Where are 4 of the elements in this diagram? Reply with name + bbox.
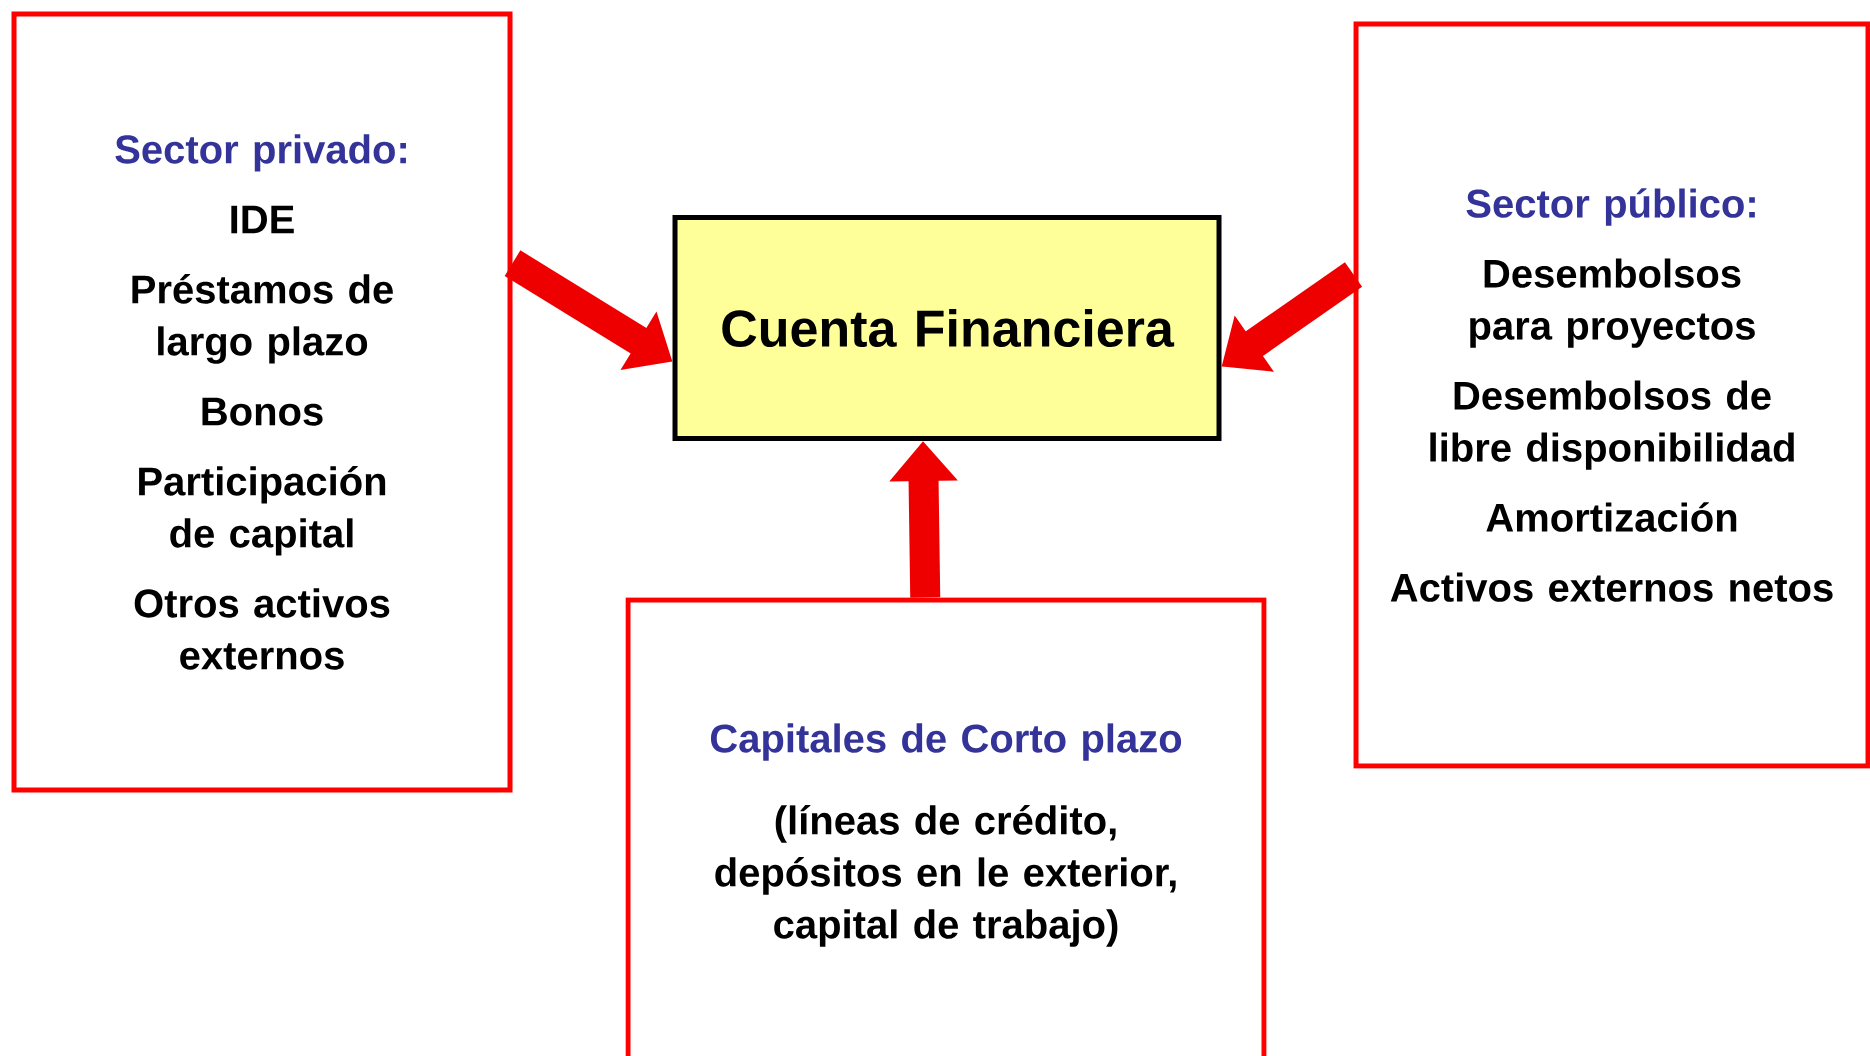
account-box: Cuenta Financiera — [672, 215, 1222, 441]
list-box: Sector público: Desembolsos para proyectos Desembolsos de libre disponibilidad Amortización Activos externos netos — [1353, 21, 1870, 769]
list-box: Sector privado: IDE Préstamos de largo plazo Bonos Participación de capital Otros activos externos — [11, 11, 513, 793]
list-box: Capitales de Corto plazo (líneas de crédito, depósitos en le exterior, capital de trabajo) — [625, 597, 1267, 1056]
